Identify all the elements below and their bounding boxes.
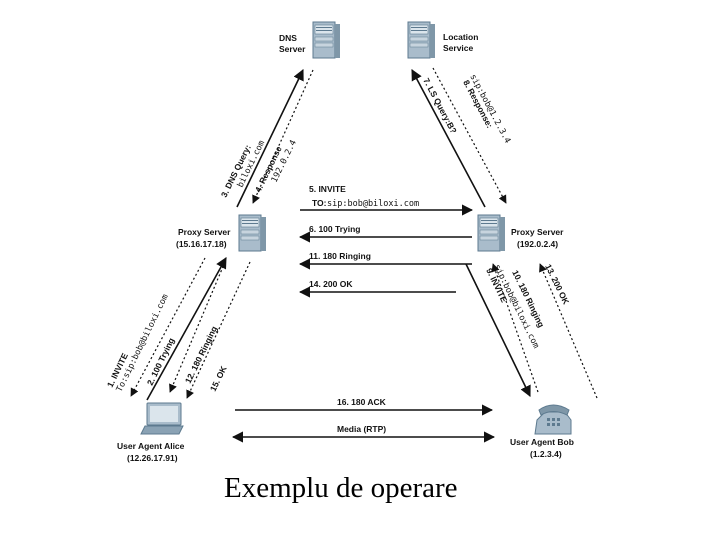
media-label: Media (RTP) bbox=[337, 424, 386, 434]
location-service-label-1: Location bbox=[443, 32, 478, 42]
dns-server-label-1: DNS bbox=[279, 33, 297, 43]
arrow-12-ringing bbox=[169, 261, 226, 393]
msg-11-label: 11. 180 Ringing bbox=[309, 251, 371, 261]
phone-icon bbox=[534, 404, 572, 435]
laptop-icon bbox=[140, 402, 184, 435]
arrow-4-response bbox=[252, 69, 314, 204]
arrow-2-trying bbox=[130, 257, 206, 397]
arrow-8-response bbox=[432, 67, 507, 204]
arrow-7-ls-query bbox=[411, 69, 486, 208]
msg-6-label: 6. 100 Trying bbox=[309, 224, 361, 234]
arrow-13-ok bbox=[539, 263, 598, 399]
arrow-1-invite bbox=[146, 257, 227, 401]
alice-label-1: User Agent Alice bbox=[117, 441, 185, 451]
msg-15-label: 15. OK bbox=[208, 364, 229, 393]
proxy-right-label-2: (192.0.2.4) bbox=[517, 239, 558, 249]
bob-label-2: (1.2.3.4) bbox=[530, 449, 562, 459]
msg-14-label: 14. 200 OK bbox=[309, 279, 353, 289]
proxy-left-label-1: Proxy Server bbox=[178, 227, 231, 237]
msg-5-label: 5. INVITE bbox=[309, 184, 346, 194]
dns-server-label-2: Server bbox=[279, 44, 306, 54]
msg-7-label: 7. LS Query:B? bbox=[421, 76, 459, 135]
bob-label-1: User Agent Bob bbox=[510, 437, 574, 447]
location-service-icon bbox=[407, 21, 436, 59]
alice-label-2: (12.26.17.91) bbox=[127, 453, 178, 463]
msg-5-uri: sip:bob@biloxi.com bbox=[327, 199, 419, 209]
msg-8-uri: sip:bob@1.2.3.4 bbox=[467, 73, 512, 145]
msg-5-to: TO: bbox=[312, 198, 327, 208]
proxy-left-label-2: (15.16.17.18) bbox=[176, 239, 227, 249]
caption: Exemplu de operare bbox=[224, 472, 458, 504]
proxy-left-server-icon bbox=[238, 214, 267, 252]
arrow-9-invite bbox=[465, 263, 531, 398]
arrow-10-ringing bbox=[491, 263, 539, 393]
location-service-label-2: Service bbox=[443, 43, 474, 53]
msg-13-label: 13. 200 OK bbox=[543, 262, 571, 306]
dns-server-icon bbox=[312, 21, 341, 59]
proxy-right-label-1: Proxy Server bbox=[511, 227, 564, 237]
msg-16-label: 16. 180 ACK bbox=[337, 397, 387, 407]
msg-1-uri: To:sip:bob@biloxi.com bbox=[115, 293, 171, 394]
proxy-right-server-icon bbox=[477, 214, 506, 252]
arrow-3-dns-query bbox=[236, 68, 304, 208]
